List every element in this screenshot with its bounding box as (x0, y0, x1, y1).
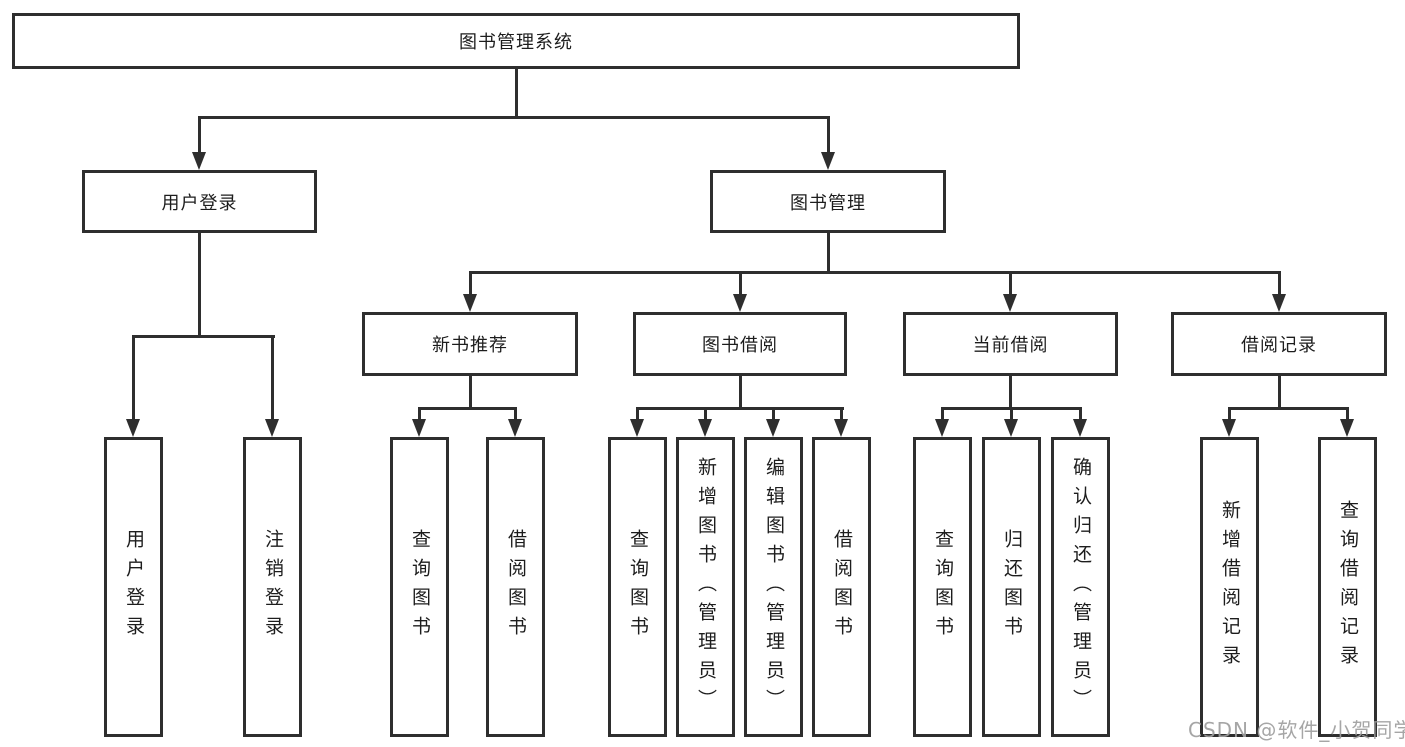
node-confirm-return-admin-label: 确认归还（管理员） (1070, 456, 1092, 718)
node-book-management-label: 图书管理 (790, 192, 866, 214)
node-edit-books-admin-label: 编辑图书（管理员） (763, 456, 785, 718)
connector-line (468, 270, 472, 295)
node-borrow-books: 借阅图书 (812, 437, 871, 737)
connector-line (940, 406, 944, 420)
node-query-borrow-record: 查询借阅记录 (1318, 437, 1377, 737)
connector-line (131, 334, 135, 420)
arrow-down-icon (191, 152, 206, 170)
arrow-down-icon (820, 152, 835, 170)
arrow-down-icon (1271, 294, 1286, 312)
node-add-books-admin: 新增图书（管理员） (676, 437, 735, 737)
connector-line (738, 376, 742, 410)
node-current-borrow: 当前借阅 (903, 312, 1118, 376)
arrow-down-icon (732, 294, 747, 312)
node-borrow-records-label: 借阅记录 (1241, 335, 1317, 356)
connector-line (1009, 270, 1012, 295)
arrow-down-icon (1003, 294, 1017, 312)
connector-line (1227, 406, 1349, 410)
connector-line (1009, 376, 1012, 410)
node-logout: 注销登录 (243, 437, 302, 737)
connector-line (468, 376, 472, 410)
node-logout-label: 注销登录 (262, 529, 284, 645)
connector-line (514, 69, 518, 117)
node-root-label: 图书管理系统 (459, 32, 573, 53)
node-borrow-books-label: 借阅图书 (831, 529, 853, 645)
connector-line (839, 406, 843, 420)
arrow-down-icon (125, 419, 140, 437)
node-query-borrow-record-label: 查询借阅记录 (1337, 500, 1359, 674)
node-add-borrow-record: 新增借阅记录 (1200, 437, 1259, 737)
connector-line (513, 406, 517, 420)
arrow-down-icon (697, 419, 712, 437)
node-return-books-label: 归还图书 (1001, 529, 1023, 645)
node-book-borrow: 图书借阅 (633, 312, 847, 376)
arrow-down-icon (264, 419, 279, 437)
connector-line (635, 406, 639, 420)
node-current-query-books-label: 查询图书 (932, 529, 954, 645)
connector-line (738, 270, 742, 295)
arrow-down-icon (1221, 419, 1236, 437)
node-user-login-leaf-label: 用户登录 (123, 529, 145, 645)
node-add-borrow-record-label: 新增借阅记录 (1219, 500, 1241, 674)
node-user-login-label: 用户登录 (161, 192, 238, 214)
csdn-watermark: CSDN @软件_小贺同学 (1188, 718, 1405, 742)
node-borrow-query-books-label: 查询图书 (627, 529, 649, 645)
node-book-management: 图书管理 (710, 170, 946, 233)
connector-line (468, 270, 1281, 274)
node-borrow-records: 借阅记录 (1171, 312, 1387, 376)
connector-line (1227, 406, 1231, 420)
connector-line (197, 115, 830, 119)
arrow-down-icon (765, 419, 780, 437)
connector-line (1009, 406, 1013, 420)
node-edit-books-admin: 编辑图书（管理员） (744, 437, 803, 737)
node-root: 图书管理系统 (12, 13, 1020, 69)
node-recommend-borrow-books-label: 借阅图书 (505, 529, 527, 645)
arrow-down-icon (411, 419, 426, 437)
connector-line (703, 406, 707, 420)
connector-line (197, 115, 201, 153)
connector-line (826, 115, 830, 153)
node-current-query-books: 查询图书 (913, 437, 972, 737)
connector-line (270, 334, 274, 420)
arrow-down-icon (1339, 419, 1354, 437)
connector-line (635, 406, 844, 410)
arrow-down-icon (507, 419, 522, 437)
connector-line (826, 233, 830, 274)
connector-line (1277, 270, 1281, 295)
connector-line (1078, 406, 1082, 420)
node-recommend-borrow-books: 借阅图书 (486, 437, 545, 737)
connector-line (417, 406, 421, 420)
node-return-books: 归还图书 (982, 437, 1041, 737)
node-new-book-recommend-label: 新书推荐 (432, 335, 508, 356)
connector-line (771, 406, 775, 420)
connector-line (197, 233, 201, 337)
node-new-book-recommend: 新书推荐 (362, 312, 578, 376)
arrow-down-icon (462, 294, 477, 312)
arrow-down-icon (934, 419, 949, 437)
connector-line (1277, 376, 1281, 410)
node-book-borrow-label: 图书借阅 (702, 335, 778, 356)
arrow-down-icon (629, 419, 644, 437)
arrow-down-icon (833, 419, 848, 437)
node-user-login-leaf: 用户登录 (104, 437, 163, 737)
arrow-down-icon (1003, 419, 1018, 437)
node-confirm-return-admin: 确认归还（管理员） (1051, 437, 1110, 737)
connector-line (1345, 406, 1349, 420)
node-user-login: 用户登录 (82, 170, 317, 233)
node-recommend-query-books: 查询图书 (390, 437, 449, 737)
node-add-books-admin-label: 新增图书（管理员） (695, 456, 717, 718)
node-borrow-query-books: 查询图书 (608, 437, 667, 737)
connector-line (417, 406, 517, 410)
connector-line (131, 334, 275, 338)
node-recommend-query-books-label: 查询图书 (409, 529, 431, 645)
node-current-borrow-label: 当前借阅 (972, 335, 1049, 356)
arrow-down-icon (1072, 419, 1087, 437)
